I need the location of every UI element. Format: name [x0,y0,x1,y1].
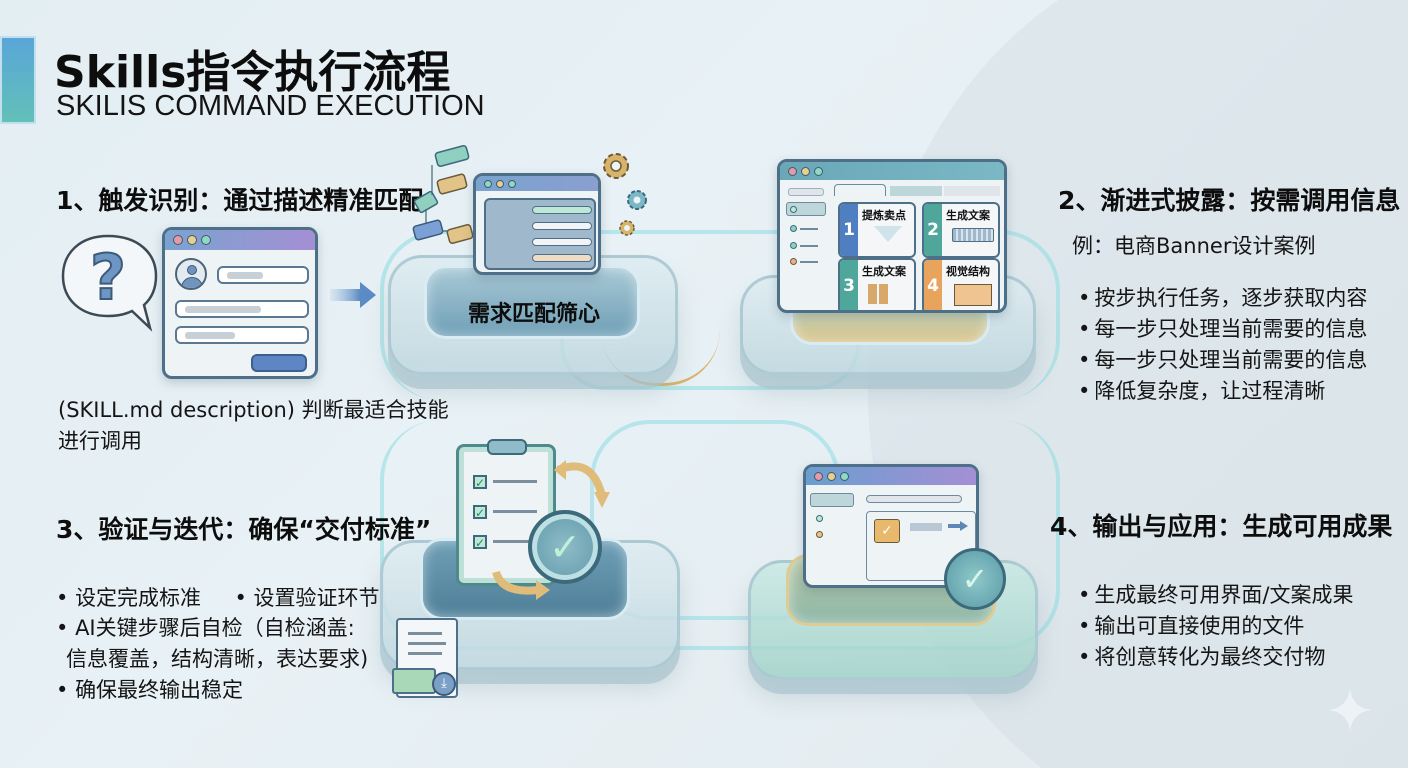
question-bubble-icon: ? [58,231,158,332]
avatar-icon [175,258,207,290]
bullet-item: • 设置验证环节 [234,586,380,610]
bullet-item: • 确保最终输出稳定 [56,678,244,702]
login-form-window [162,227,318,379]
bullet-item-continuation: 信息覆盖，结构清晰，表达要求) [66,647,369,671]
flowchart-icon [410,145,474,245]
output-app-window: ✓ [803,464,979,588]
step4-title: 4、输出与应用：生成可用成果 [1050,512,1393,541]
step2-title: 2、渐进式披露：按需调用信息 [1058,186,1401,215]
bullet-item: 降低复杂度，让过程清晰 [1078,376,1367,407]
bullet-item: 每一步只处理当前需要的信息 [1078,345,1367,376]
layout-grid-icon [868,284,888,304]
platform-top [424,265,640,339]
step-card-4: 4 视觉结构 [922,258,1000,310]
step-card-3: 3 生成文案 [838,258,916,310]
step3-title: 3、验证与迭代：确保“交付标准” [56,515,432,544]
flow-connector-gold [600,330,720,386]
bullet-item: 将创意转化为最终交付物 [1078,642,1353,673]
funnel-icon [874,226,902,242]
step1-description: (SKILL.md description) 判断最适合技能 进行调用 [58,395,449,457]
password-field [175,326,309,344]
bullet-item: • AI关键步骤后自检（自检涵盖: [56,616,355,640]
gear-icon-tiny [616,217,638,239]
bullet-item: 按步执行任务，逐步获取内容 [1078,283,1367,314]
cycle-arrows-icon-lower [486,566,550,602]
flow-connector-bottom [380,420,1060,650]
step1-platform [388,235,678,405]
bullet-item: • 设定完成标准 [56,586,202,610]
arrow-right-icon [330,282,378,308]
step1-title: 1、触发识别：通过描述精准匹配 [56,186,424,215]
check-circle-icon: ✓ [528,510,602,584]
step1-description-line1: (SKILL.md description) 判断最适合技能 [58,398,449,422]
keyboard-icon [952,228,994,242]
cycle-arrows-icon [552,456,612,512]
step-card-1: 1 提炼卖点 [838,202,916,258]
step1-description-line2: 进行调用 [58,429,142,453]
matching-window [473,173,601,275]
step-card-2: 2 生成文案 [922,202,1000,258]
check-badge-icon: ✓ [944,548,1006,610]
submit-button [251,354,307,372]
step3-bullets: • AI关键步骤后自检（自检涵盖: 信息覆盖，结构清晰，表达要求) • 确保最终… [56,613,368,706]
step3-bullets-row1: • 设定完成标准 • 设置验证环节 [56,582,380,612]
gear-icon-small [624,187,650,213]
step2-example: 例：电商Banner设计案例 [1072,234,1316,258]
platform1-label: 需求匹配筛心 [468,302,601,327]
bullet-item: 生成最终可用界面/文案成果 [1078,580,1353,611]
window-dot-red [173,235,183,245]
svg-text:?: ? [90,241,126,314]
page-subtitle: SKILIS COMMAND EXECUTION [56,90,485,122]
gear-icon [598,148,634,184]
bullet-item: 输出可直接使用的文件 [1078,611,1353,642]
window-dot-green [201,235,211,245]
title-accent-bar [0,36,36,124]
bullet-item: 每一步只处理当前需要的信息 [1078,314,1367,345]
document-download-icon: ⤓ [392,618,458,698]
email-field [175,300,309,318]
step2-bullets: 按步执行任务，逐步获取内容 每一步只处理当前需要的信息 每一步只处理当前需要的信… [1078,283,1367,407]
username-field [217,266,309,284]
envelope-icon [954,284,992,306]
page-title: Skills指令执行流程 [54,47,451,98]
sparkle-icon [1328,688,1372,732]
task-steps-window: 1 提炼卖点 2 生成文案 3 生成文案 4 视觉结构 [777,159,1007,313]
window-dot-yellow [187,235,197,245]
step4-bullets: 生成最终可用界面/文案成果 输出可直接使用的文件 将创意转化为最终交付物 [1078,580,1353,673]
flow-connector-top [380,230,1060,400]
